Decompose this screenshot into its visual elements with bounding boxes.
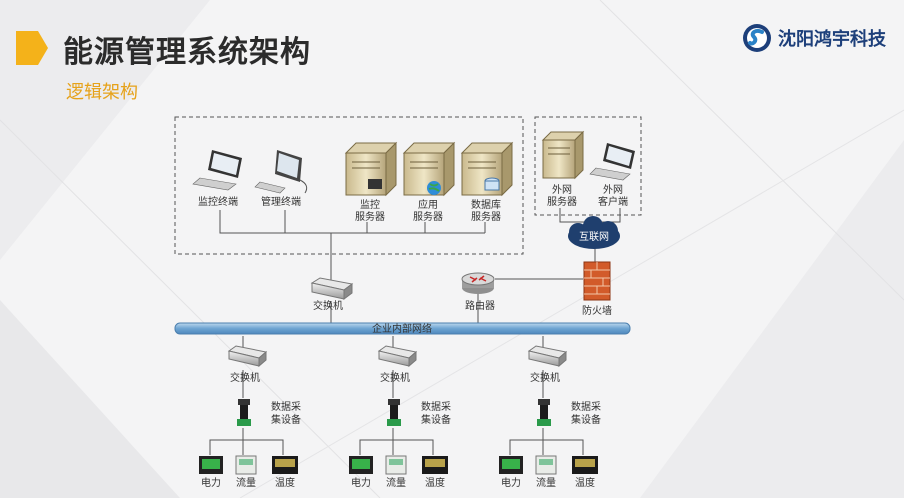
management-terminal-label: 管理终端 [261,195,301,208]
switch-icon [527,345,568,368]
branch-2-switch-label: 交换机 [380,371,410,384]
desktop-icon [254,150,308,194]
server-3-label-line2: 服务器 [471,210,501,223]
company-logo-icon [743,24,771,52]
branch-1-collector-label-line1: 数据采 [271,400,301,413]
branch-1-switch-label: 交换机 [230,371,260,384]
server-1-label-line1: 监控 [360,198,380,211]
branch-1-meter-flow-label: 流量 [236,476,256,489]
power-meter-icon [199,456,223,474]
flow-meter-icon [535,455,557,475]
branch-3-meter-power-label: 电力 [501,476,521,489]
firewall-label: 防火墙 [582,304,612,317]
power-meter-icon [349,456,373,474]
connection-lines [209,208,621,455]
temperature-meter-icon [572,456,598,474]
temperature-meter-icon [272,456,298,474]
internal-server-zone [174,116,524,255]
page-subtitle: 逻辑架构 [66,82,138,103]
branch-3-meter-temp-label: 温度 [575,476,595,489]
data-collector-icon [537,399,551,426]
server-2-label-line2: 服务器 [413,210,443,223]
data-collector-icon [387,399,401,426]
server-icon [344,141,398,197]
branch-2-meter-power-label: 电力 [351,476,371,489]
data-collector-icon [237,399,251,426]
internet-label: 互联网 [579,231,609,243]
branch-1-meter-temp-label: 温度 [275,476,295,489]
external-zone [534,116,642,216]
cloud-icon [568,216,620,249]
external-server-label-line1: 外网 [552,184,572,196]
branch-3-collector-label-line2: 集设备 [571,413,601,426]
router-icon [461,272,495,294]
monitor-terminal-label: 监控终端 [198,195,238,208]
page-title: 能源管理系统架构 [63,35,311,70]
router-label: 路由器 [465,299,495,312]
branch-2 [349,345,448,475]
switch-icon [377,345,418,368]
laptop-icon [589,143,635,181]
company-logo: 沈阳鸿宇科技 [742,23,886,53]
external-client-label-line1: 外网 [603,184,623,196]
branch-2-collector-label-line2: 集设备 [421,413,451,426]
branch-3-switch-label: 交换机 [530,371,560,384]
flow-meter-icon [385,455,407,475]
bus-label: 企业内部网络 [372,322,432,335]
branch-2-meter-flow-label: 流量 [386,476,406,489]
server-3-label-line1: 数据库 [471,198,501,211]
external-client-label-line2: 客户端 [598,195,628,208]
switch-icon [310,277,354,300]
branch-3 [499,345,598,475]
enterprise-network-bus [174,322,631,335]
flow-meter-icon [235,455,257,475]
laptop-icon [192,150,242,191]
server-icon [460,141,514,197]
server-icon [541,130,585,180]
branch-2-collector-label-line1: 数据采 [421,400,451,413]
external-server-label-line2: 服务器 [547,195,577,208]
branch-1-collector-label-line2: 集设备 [271,413,301,426]
branch-1 [199,345,298,475]
title-accent-tab [16,31,48,65]
temperature-meter-icon [422,456,448,474]
company-name: 沈阳鸿宇科技 [778,29,886,50]
server-2-label-line1: 应用 [418,198,438,211]
power-meter-icon [499,456,523,474]
core-switch-label: 交换机 [313,299,343,312]
branch-3-collector-label-line1: 数据采 [571,400,601,413]
server-1-label-line2: 服务器 [355,210,385,223]
branch-3-meter-flow-label: 流量 [536,476,556,489]
switch-icon [227,345,268,368]
firewall-icon [583,261,611,301]
server-icon [402,141,456,197]
branch-2-meter-temp-label: 温度 [425,476,445,489]
branch-1-meter-power-label: 电力 [201,476,221,489]
